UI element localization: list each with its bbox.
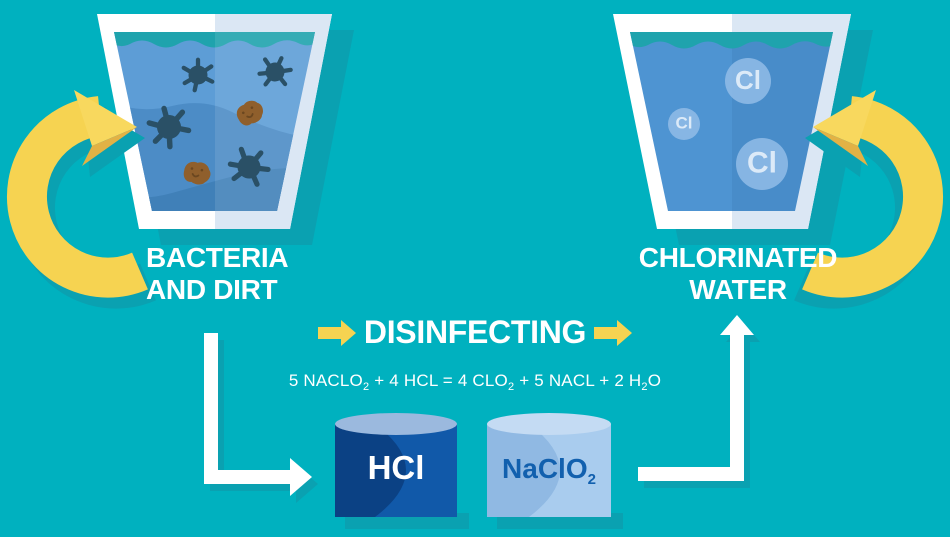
flow-arrow-down-icon	[204, 333, 318, 503]
chemical-equation: 5 NACLO2 + 4 HCL = 4 CLO2 + 5 NACL + 2 H…	[0, 371, 950, 393]
equation-part: + 4 HCL = 4 CLO	[369, 371, 508, 390]
cl-bubble-label: Cl	[747, 146, 777, 180]
chlorinated-water-glass	[613, 14, 873, 245]
label-line: CHLORINATED	[638, 242, 838, 273]
cl-bubble	[668, 108, 700, 140]
disinfecting-header: DISINFECTING	[0, 314, 950, 351]
naclo2-label-subscript: 2	[587, 471, 596, 488]
equation-part: 5 NACLO	[288, 371, 363, 390]
naclo2-barrel	[487, 413, 623, 529]
hcl-barrel	[335, 413, 469, 529]
label-line: AND DIRT	[146, 274, 278, 305]
cl-bubble	[736, 138, 788, 190]
label-line: WATER	[689, 274, 787, 305]
dirty-water-glass	[97, 14, 354, 245]
cl-bubble-label: Cl	[675, 113, 693, 133]
curved-arrow-right-icon	[794, 90, 944, 309]
right-arrow-icon	[594, 319, 633, 346]
right-arrow-icon	[317, 319, 356, 346]
disinfecting-title: DISINFECTING	[363, 314, 587, 350]
cl-bubble-label: Cl	[735, 64, 761, 95]
naclo2-label-main: NaClO	[502, 453, 588, 484]
equation-subscript: 2	[507, 381, 515, 393]
curved-arrow-left-icon	[6, 90, 156, 309]
hcl-barrel-label: HCl	[367, 449, 425, 486]
equation-subscript: 2	[362, 381, 370, 393]
clean-water	[630, 32, 833, 211]
cl-bubble	[725, 58, 771, 104]
equation-part: O	[647, 371, 662, 390]
equation-subscript: 2	[641, 381, 648, 393]
equation-part: + 5 NACL + 2 H	[514, 371, 642, 390]
naclo2-barrel-label: NaClO2	[487, 453, 611, 488]
label-line: BACTERIA	[146, 242, 289, 273]
flow-arrow-up-icon	[638, 315, 760, 488]
